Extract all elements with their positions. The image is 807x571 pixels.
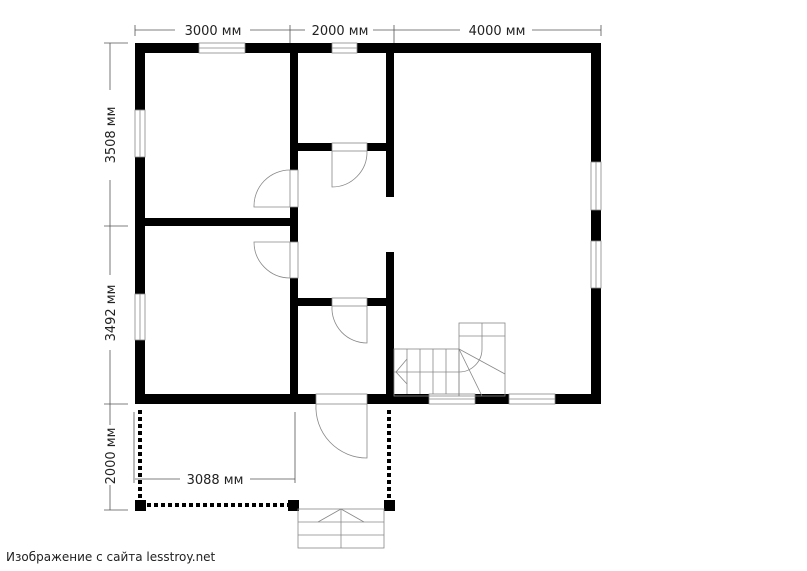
- dim-top-left: 3000 мм: [185, 24, 242, 39]
- dim-top-right: 4000 мм: [469, 24, 526, 39]
- dimension-lines: [104, 25, 602, 511]
- dim-porch-depth: 2000 мм: [104, 428, 119, 485]
- walls: [135, 43, 601, 404]
- dim-top-middle: 2000 мм: [312, 24, 369, 39]
- dim-left-upper: 3508 мм: [104, 107, 119, 164]
- windows: [134, 42, 602, 405]
- dim-porch-width: 3088 мм: [187, 473, 244, 488]
- image-credit: Изображение с сайта lesstroy.net: [6, 550, 216, 564]
- porch: [135, 410, 395, 511]
- interior-stairs: [393, 322, 506, 397]
- porch-steps: [297, 508, 385, 549]
- dim-left-lower: 3492 мм: [104, 285, 119, 342]
- doors: [253, 142, 368, 459]
